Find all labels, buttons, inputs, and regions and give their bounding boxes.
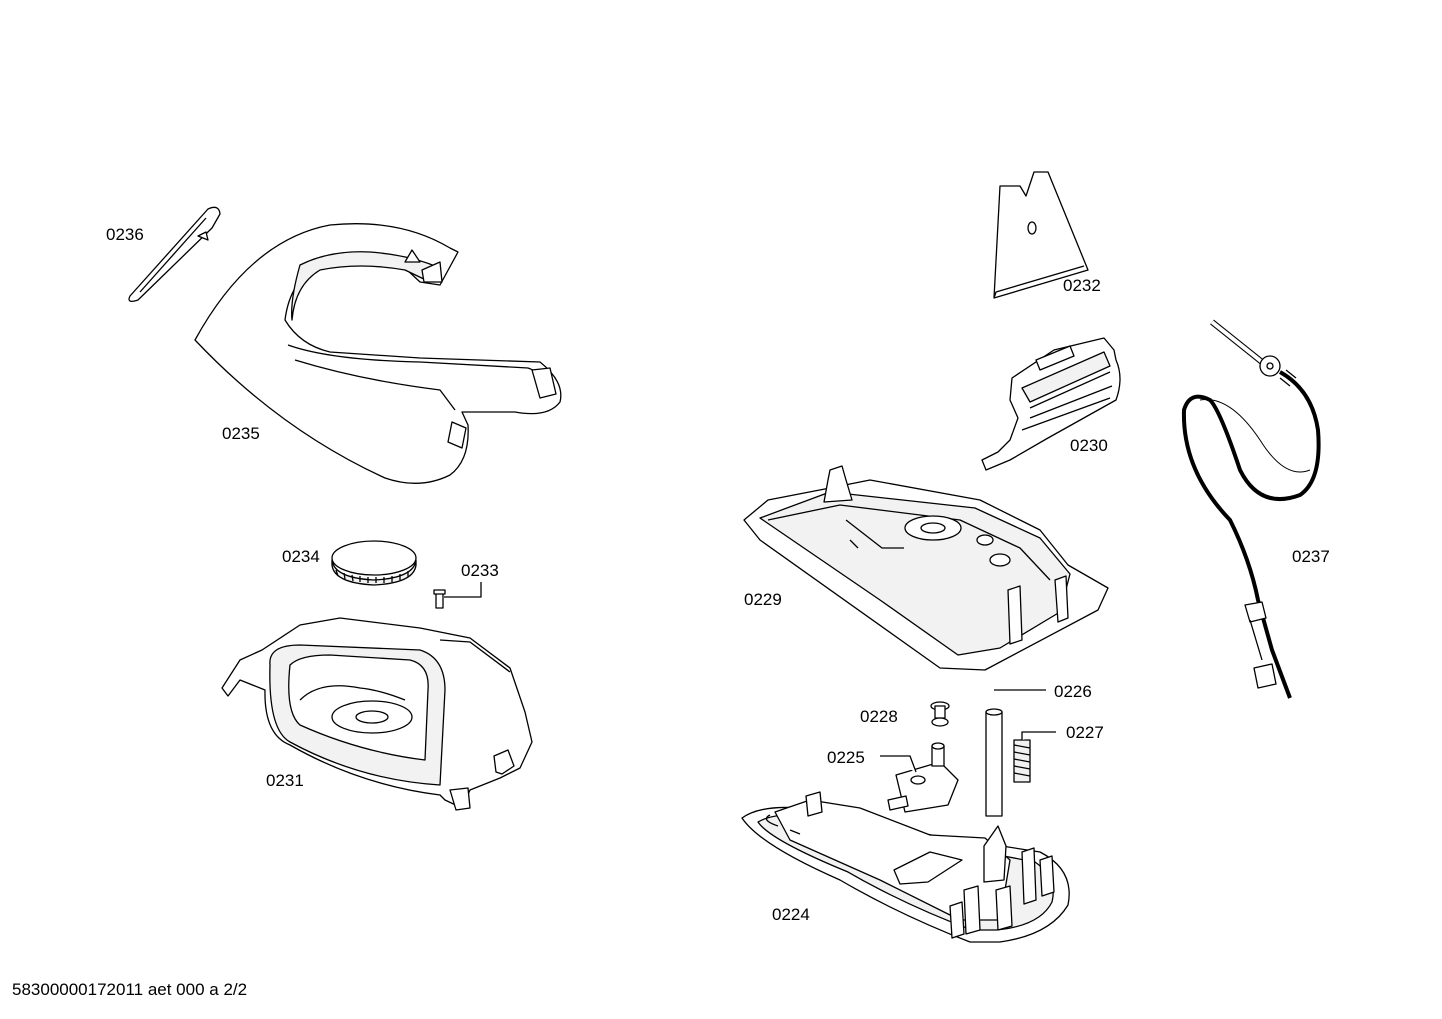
label-0231: 0231 [266,771,304,790]
part-0231-rear-housing [221,617,533,811]
label-0227: 0227 [1066,723,1104,742]
part-0234-dial [331,540,417,586]
part-0224-soleplate [741,791,1070,943]
document-id-footer: 58300000172011 aet 000 a 2/2 [12,980,248,999]
label-0237: 0237 [1292,547,1330,566]
part-0227-spring [1013,731,1056,783]
label-0229: 0229 [744,590,782,609]
label-0228: 0228 [860,707,898,726]
part-0237-power-cord [1181,319,1321,699]
part-0229-mid-shell [743,465,1109,671]
part-0236-clip [128,206,221,302]
part-0233-screw [433,582,482,609]
part-0230-cover [981,337,1121,471]
label-0234: 0234 [282,547,320,566]
label-0232: 0232 [1063,276,1101,295]
label-0233: 0233 [461,561,499,580]
part-0225-thermostat [880,742,959,813]
part-0228-rivet [930,701,950,727]
label-0236: 0236 [106,225,144,244]
label-0230: 0230 [1070,436,1108,455]
label-0226: 0226 [1054,682,1092,701]
label-0225: 0225 [827,748,865,767]
part-0232-bracket-plate [993,171,1089,299]
label-0224: 0224 [772,905,810,924]
part-0226-tube [985,689,1046,817]
part-0235-handle-shell [194,223,562,484]
label-0235: 0235 [222,424,260,443]
